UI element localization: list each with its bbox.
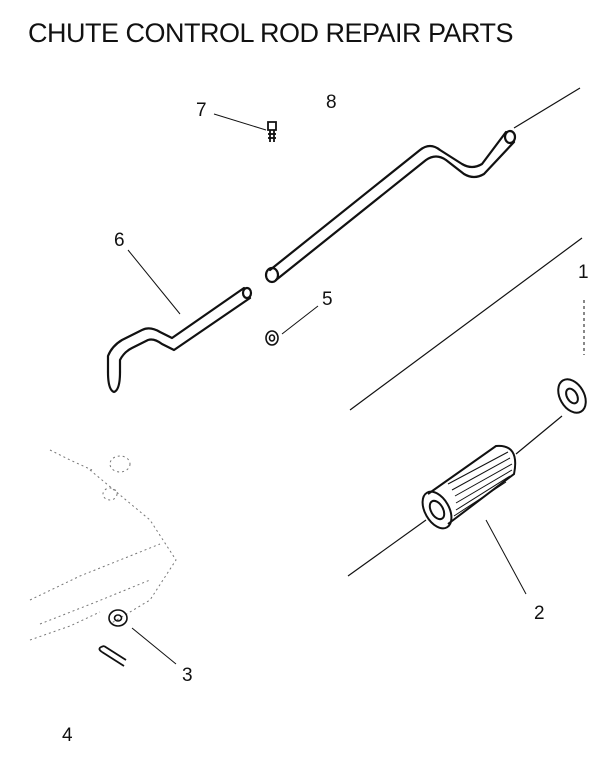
callout-part-1: 1	[578, 262, 589, 283]
callout-part-3: 3	[182, 665, 193, 686]
callout-part-2: 2	[534, 603, 545, 624]
callout-part-6: 6	[114, 230, 125, 251]
part-4-cotter-pin	[98, 645, 127, 667]
chute-bracket-assembly-faded	[29, 449, 177, 641]
part-2-leader-line	[485, 519, 527, 595]
part-5-leader-line	[281, 305, 319, 335]
callout-part-7: 7	[196, 100, 207, 121]
callout-part-5: 5	[322, 289, 333, 310]
part-2-axis-line-rear	[515, 415, 563, 455]
part-6-leader-line	[127, 249, 181, 315]
part-1-end-cap	[557, 378, 587, 414]
part-7-leader-line	[213, 113, 267, 131]
part-8-axis-line	[513, 87, 581, 129]
part-1-axis-line	[349, 237, 583, 411]
part-5-nut	[265, 330, 279, 346]
part-3-leader-line	[131, 627, 177, 665]
part-3-washer	[108, 609, 128, 627]
part-6-short-rod	[106, 286, 253, 394]
page-title: CHUTE CONTROL ROD REPAIR PARTS	[28, 18, 514, 48]
part-7-screw	[267, 121, 277, 142]
part-2-grip	[421, 444, 517, 530]
part-8-long-rod	[264, 129, 517, 284]
part-2-axis-line	[347, 519, 427, 577]
callout-part-4: 4	[62, 725, 73, 746]
callout-part-8: 8	[326, 92, 337, 113]
